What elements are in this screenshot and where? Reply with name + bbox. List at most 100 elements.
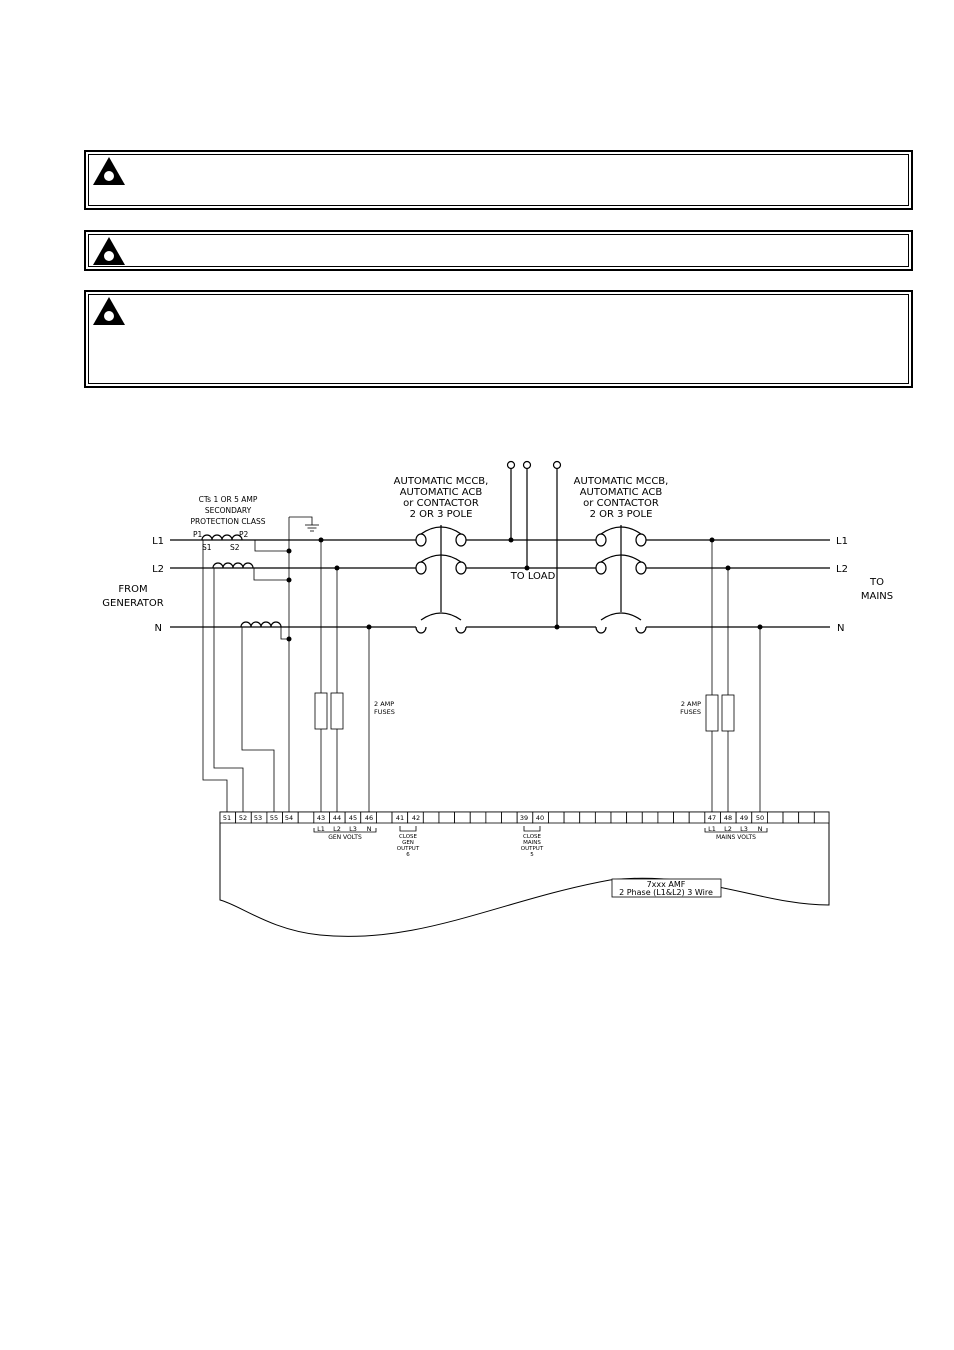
terminal-cell: [438, 811, 455, 824]
gen-phase-labels: L1 L2 L3 N: [317, 825, 371, 833]
terminal-cell: [688, 811, 706, 824]
ct-note-line: CTs 1 OR 5 AMP: [199, 495, 258, 504]
breaker-left: [415, 525, 467, 634]
terminal-49: 49: [740, 814, 748, 822]
ct-p1-label: P1: [193, 530, 203, 539]
svg-text:or CONTACTOR: or CONTACTOR: [403, 498, 479, 509]
warning-box-3: [84, 290, 913, 388]
terminal-45: 45: [349, 814, 357, 822]
terminal-cell: [563, 811, 581, 824]
terminal-48: 48: [724, 814, 732, 822]
mains-volts-label: MAINS VOLTS: [716, 834, 756, 841]
terminal-cell: [422, 811, 440, 824]
svg-text:2 AMP: 2 AMP: [681, 700, 701, 708]
terminal-51: 51: [223, 814, 231, 822]
line-labels-right: L1 L2 N: [836, 536, 848, 634]
terminal-cell: [657, 811, 674, 824]
terminal-52: 52: [239, 814, 247, 822]
svg-text:MAINS: MAINS: [523, 840, 541, 846]
terminal-cell: [813, 811, 830, 824]
terminal-cell: [767, 811, 784, 824]
terminal-cell: [782, 811, 800, 824]
warning-triangle-icon: [93, 157, 125, 185]
to-mains-label: TO MAINS: [861, 577, 893, 602]
svg-text:5: 5: [530, 852, 534, 858]
junction-dots: [286, 537, 763, 642]
controller-module: 51 52 53 55 54 43 44 45 46 41 42 39 40 4…: [219, 811, 830, 937]
warning-box-1: [84, 150, 913, 210]
svg-text:2 AMP: 2 AMP: [374, 700, 394, 708]
breaker-right: [595, 525, 647, 634]
line-n-label: N: [155, 623, 162, 634]
terminal-cell: [594, 811, 612, 824]
close-mains-label: CLOSE MAINS OUTPUT 5: [521, 834, 544, 858]
breaker-left-label: AUTOMATIC MCCB, AUTOMATIC ACB or CONTACT…: [394, 476, 489, 520]
svg-text:6: 6: [406, 852, 410, 858]
svg-text:N: N: [758, 825, 763, 833]
line-n-label: N: [837, 623, 844, 634]
terminal-cell: [469, 811, 487, 824]
gen-voltage-wiring: [314, 540, 370, 812]
svg-text:FUSES: FUSES: [680, 708, 701, 716]
line-l1-label: L1: [836, 536, 848, 547]
terminal-cell: [501, 811, 518, 824]
terminal-44: 44: [333, 814, 341, 822]
terminal-47: 47: [708, 814, 716, 822]
mains-voltage-wiring: [705, 540, 761, 812]
terminal-cell: [485, 811, 502, 824]
svg-text:FROM: FROM: [118, 584, 147, 595]
ct-s1-label: S1: [202, 543, 212, 552]
ct-terminal-labels: P1 P2 S1 S2: [193, 530, 249, 552]
svg-text:AUTOMATIC ACB: AUTOMATIC ACB: [400, 487, 483, 498]
terminal-cell: [798, 811, 815, 824]
phase-brackets: [313, 826, 768, 833]
close-gen-label: CLOSE GEN OUTPUT 6: [397, 834, 420, 858]
svg-text:OUTPUT: OUTPUT: [397, 846, 420, 852]
svg-text:OUTPUT: OUTPUT: [521, 846, 544, 852]
terminal-numbers: 51 52 53 55 54 43 44 45 46 41 42 39 40 4…: [223, 814, 764, 822]
terminal-cell: [673, 811, 690, 824]
fuses-right-label: 2 AMP FUSES: [680, 700, 701, 716]
terminal-cell: [641, 811, 659, 824]
svg-text:L2: L2: [724, 825, 732, 833]
terminal-cell: [297, 811, 315, 824]
warning-box-2: [84, 230, 913, 271]
svg-text:N: N: [367, 825, 372, 833]
svg-text:L3: L3: [349, 825, 357, 833]
terminal-54: 54: [285, 814, 293, 822]
svg-text:AUTOMATIC MCCB,: AUTOMATIC MCCB,: [394, 476, 489, 487]
breaker-right-label: AUTOMATIC MCCB, AUTOMATIC ACB or CONTACT…: [574, 476, 669, 520]
bus-lines: [170, 539, 830, 628]
warning-triangle-icon: [93, 297, 125, 325]
current-transformers: [201, 534, 282, 628]
to-load-label: TO LOAD: [510, 571, 556, 582]
terminal-46: 46: [365, 814, 373, 822]
ct-note: CTs 1 OR 5 AMP SECONDARY PROTECTION CLAS…: [190, 495, 265, 526]
svg-text:L3: L3: [740, 825, 748, 833]
svg-text:L1: L1: [317, 825, 325, 833]
module-config: 2 Phase (L1&L2) 3 Wire: [619, 888, 713, 897]
terminal-43: 43: [317, 814, 325, 822]
line-labels-left: L1 L2 N: [152, 536, 164, 634]
svg-text:or CONTACTOR: or CONTACTOR: [583, 498, 659, 509]
terminal-cell: [548, 811, 565, 824]
svg-text:MAINS: MAINS: [861, 591, 893, 602]
wiring-diagram: CTs 1 OR 5 AMP SECONDARY PROTECTION CLAS…: [102, 460, 893, 937]
terminal-cell: [626, 811, 643, 824]
from-generator-label: FROM GENERATOR: [102, 584, 163, 609]
svg-text:L1: L1: [708, 825, 716, 833]
svg-text:GEN: GEN: [402, 840, 414, 846]
terminal-cell: [610, 811, 628, 824]
ct-note-line: PROTECTION CLASS: [190, 517, 265, 526]
svg-text:AUTOMATIC MCCB,: AUTOMATIC MCCB,: [574, 476, 669, 487]
svg-text:2 OR 3 POLE: 2 OR 3 POLE: [590, 509, 653, 520]
module-model: 7xxx AMF: [647, 880, 686, 889]
svg-text:2 OR 3 POLE: 2 OR 3 POLE: [410, 509, 473, 520]
svg-text:L2: L2: [333, 825, 341, 833]
ct-s2-label: S2: [230, 543, 240, 552]
fuses-left-label: 2 AMP FUSES: [374, 700, 395, 716]
svg-text:FUSES: FUSES: [374, 708, 395, 716]
line-l1-label: L1: [152, 536, 164, 547]
terminal-40: 40: [536, 814, 544, 822]
svg-text:AUTOMATIC ACB: AUTOMATIC ACB: [580, 487, 663, 498]
